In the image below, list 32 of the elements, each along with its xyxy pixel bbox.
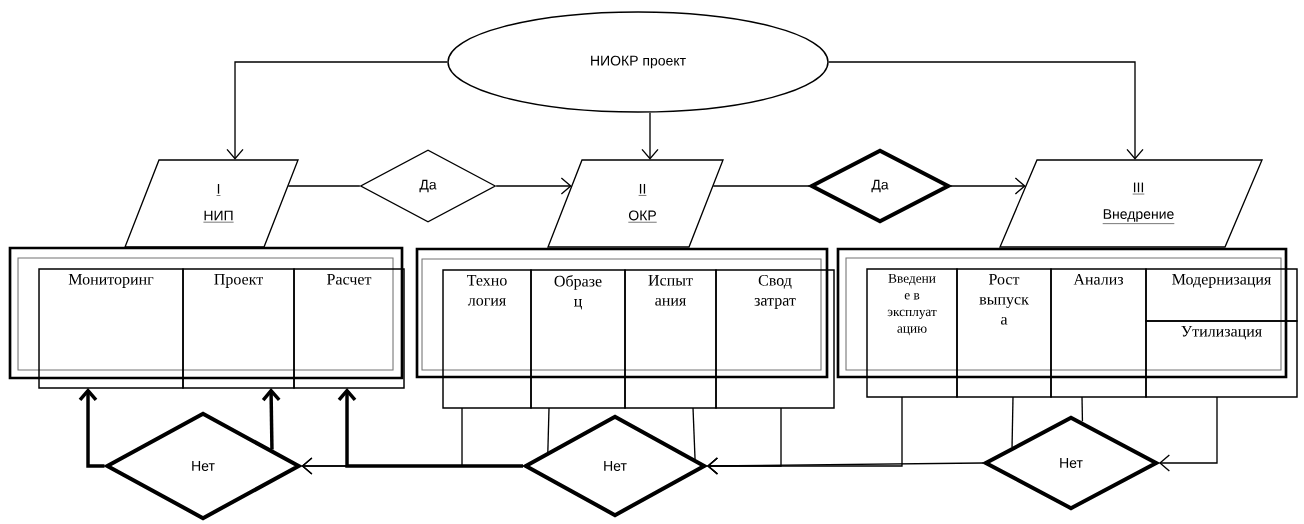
- arrow: [78, 388, 105, 468]
- table-cell: Рост выпуск а: [956, 268, 1052, 398]
- table-cell: Свод затрат: [715, 269, 835, 409]
- table-cell: Техно логия: [442, 269, 532, 409]
- arrow: [337, 388, 523, 468]
- connector-line: [1011, 396, 1014, 448]
- connector-line: [1081, 396, 1084, 422]
- arrow: [1159, 396, 1218, 472]
- table-cell: Расчет: [293, 268, 405, 389]
- table-cell: Мониторинг: [38, 268, 184, 389]
- connector-line: [692, 407, 696, 460]
- table-cell: Проект: [182, 268, 295, 389]
- table-cell: Испыт ания: [624, 269, 717, 409]
- table-cell: Модернизация: [1145, 268, 1298, 322]
- connector-line: [287, 185, 361, 187]
- arrow: [301, 407, 463, 475]
- table-cell: Образе ц: [530, 269, 626, 409]
- arrow: [261, 388, 281, 450]
- stage-parallelogram: II ОКР: [547, 159, 724, 248]
- connector-line: [712, 185, 810, 187]
- table-cell: Утилизация: [1145, 320, 1298, 398]
- arrow: [828, 61, 1144, 160]
- arrow: [707, 396, 903, 475]
- arrow: [226, 61, 448, 160]
- stage-parallelogram: I НИП: [124, 159, 299, 248]
- connector-line: [547, 407, 550, 453]
- table-cell: Анализ: [1050, 268, 1147, 398]
- arrow: [950, 177, 1026, 195]
- table-cell: Введени е в эксплуат ацию: [866, 268, 958, 398]
- arrow: [495, 177, 572, 195]
- arrow: [641, 112, 659, 160]
- stage-parallelogram: III Внедрение: [999, 159, 1263, 248]
